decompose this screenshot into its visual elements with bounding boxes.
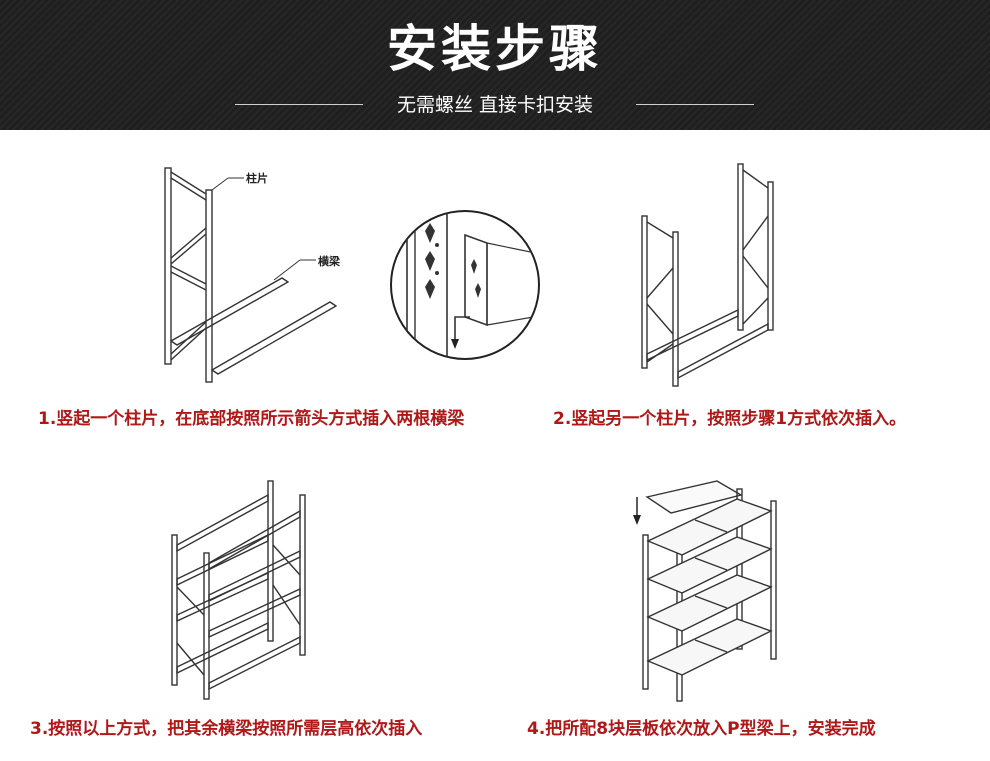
subtitle-rule-left (235, 104, 363, 105)
step-1-rack-drawing (164, 167, 338, 383)
step-3-illustration (160, 475, 320, 705)
label-beam: 横梁 (318, 255, 340, 268)
subtitle-rule-right (636, 104, 754, 105)
step-3-rack-drawing (171, 480, 306, 700)
step-4-illustration (625, 475, 795, 710)
label-post: 柱片 (246, 172, 268, 185)
header-banner: 安装步骤 无需螺丝 直接卡扣安装 (0, 0, 990, 130)
upright-post (164, 167, 172, 365)
page-subtitle: 无需螺丝 直接卡扣安装 (396, 94, 594, 116)
clip-detail-illustration (385, 205, 545, 365)
step-2-caption: 2.竖起另一个柱片，按照步骤1方式依次插入。 (553, 409, 907, 429)
step-4-rack-drawing (633, 480, 777, 702)
step-1-caption: 1.竖起一个柱片，在底部按照所示箭头方式插入两根横梁 (38, 409, 465, 429)
clip-detail-drawing (390, 210, 540, 360)
step-4-caption: 4.把所配8块层板依次放入P型梁上，安装完成 (527, 719, 876, 739)
step-1-illustration: 柱片 横梁 (150, 158, 350, 388)
page-title: 安装步骤 (387, 20, 603, 78)
upright-post (205, 189, 213, 383)
step-2-rack-drawing (641, 163, 774, 387)
step-2-illustration (628, 158, 788, 393)
step-3-caption: 3.按照以上方式，把其余横梁按照所需层高依次插入 (30, 719, 423, 739)
